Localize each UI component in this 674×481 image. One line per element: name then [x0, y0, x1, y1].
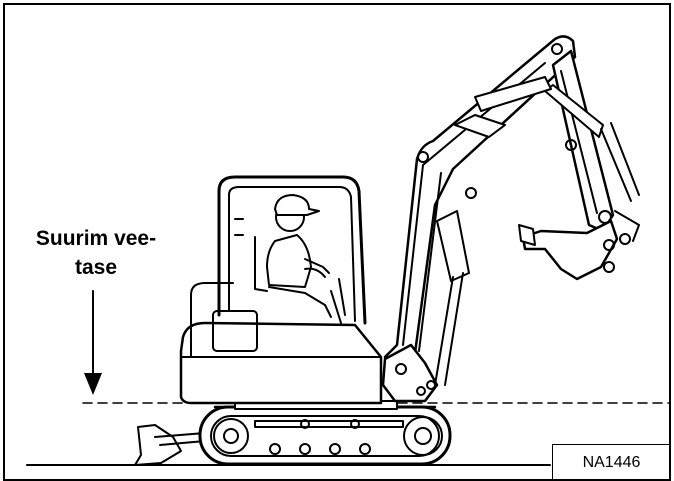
crawler-track: [200, 407, 450, 464]
operator-figure: [255, 195, 345, 323]
label-line-2: tase: [11, 253, 181, 282]
figure-code-box: NA1446: [552, 444, 670, 481]
max-water-level-label: Suurim vee- tase: [11, 224, 181, 282]
dozer-blade: [135, 425, 205, 465]
dipper-arm: [545, 51, 639, 231]
boom-cylinder: [435, 211, 469, 385]
down-arrow-icon: [84, 291, 102, 395]
figure-code: NA1446: [583, 454, 641, 472]
diagram-frame: Suurim vee- tase NA1446: [3, 3, 671, 481]
machine-body: [181, 283, 381, 403]
bucket: [519, 211, 639, 279]
label-line-1: Suurim vee-: [11, 224, 181, 253]
